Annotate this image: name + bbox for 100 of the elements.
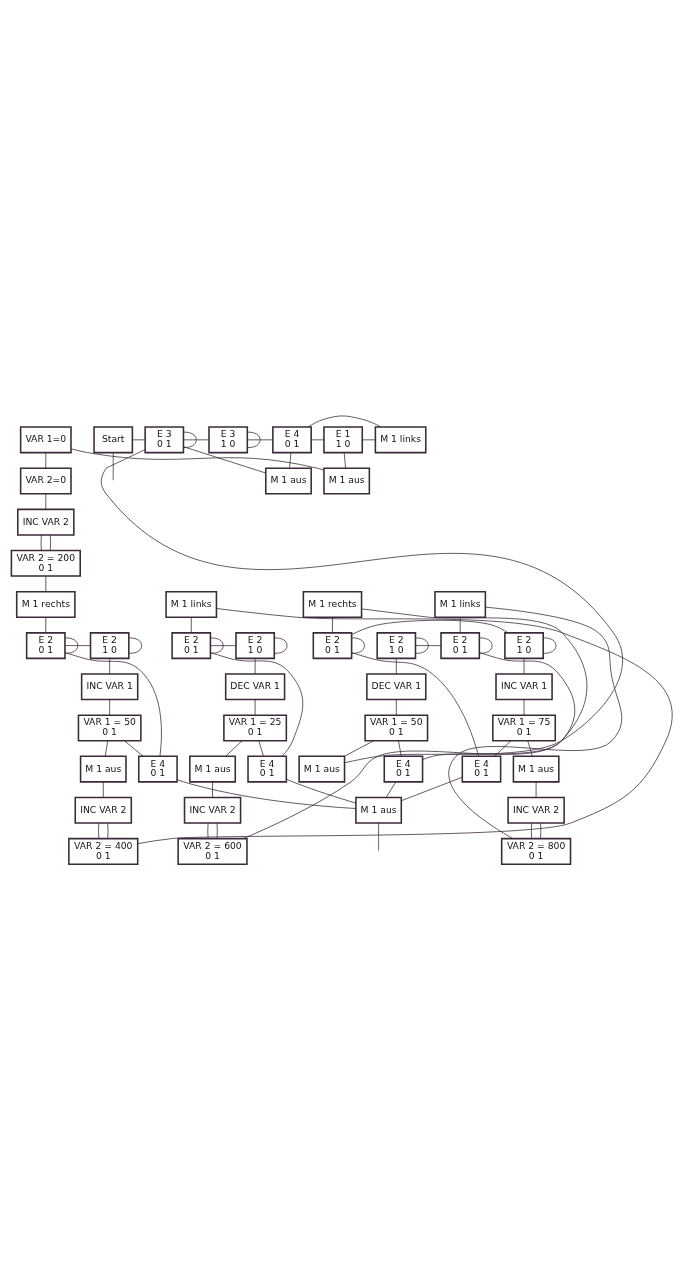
connector <box>523 657 525 674</box>
connector <box>70 447 325 470</box>
connector <box>343 451 346 469</box>
node-box: VAR 2 = 800 0 1 <box>500 837 572 865</box>
node-box: E 4 0 1 <box>272 425 312 453</box>
connector <box>448 606 623 839</box>
connector <box>109 698 111 716</box>
node-box: E 2 0 1 <box>312 631 353 659</box>
node-box: E 4 0 1 <box>383 755 424 783</box>
connector <box>183 438 210 440</box>
connector <box>45 575 47 592</box>
connector <box>216 822 218 839</box>
connector <box>183 445 266 473</box>
connector <box>107 822 109 839</box>
node-box: M 1 aus <box>298 755 346 783</box>
connector <box>332 616 333 633</box>
connector <box>351 651 479 757</box>
node-box: M 1 aus <box>323 466 371 495</box>
node-box: E 1 1 0 <box>323 425 364 453</box>
connector <box>109 657 111 674</box>
node-box: M 1 aus <box>189 755 237 783</box>
connector <box>247 438 274 440</box>
connector <box>242 608 588 839</box>
connector <box>128 637 142 654</box>
node-box: M 1 links <box>374 425 427 453</box>
connector <box>104 739 109 757</box>
connector <box>45 451 47 469</box>
node-box: M 1 links <box>434 590 487 618</box>
connector <box>540 822 542 839</box>
node-box: E 2 1 0 <box>504 631 544 659</box>
connector <box>132 438 146 440</box>
node-box: VAR 2=0 <box>19 466 72 495</box>
connector <box>351 619 509 635</box>
connector <box>112 451 114 481</box>
connector <box>395 657 397 674</box>
connector <box>98 822 100 839</box>
connector <box>523 698 525 716</box>
node-box: M 1 links <box>165 590 218 618</box>
node-box: VAR 1 = 75 0 1 <box>492 713 557 741</box>
node-box: INC VAR 1 <box>80 672 139 700</box>
connector <box>385 781 397 798</box>
node-box: M 1 aus <box>265 466 312 495</box>
connector <box>344 739 374 757</box>
node-box: E 2 1 0 <box>89 631 130 659</box>
node-box: E 2 0 1 <box>440 631 481 659</box>
node-box: E 3 1 0 <box>208 425 249 453</box>
node-box: DEC VAR 1 <box>366 672 427 700</box>
node-box: M 1 aus <box>512 755 560 783</box>
node-box: VAR 2 = 200 0 1 <box>10 549 81 577</box>
node-box: VAR 1 = 50 0 1 <box>77 713 142 741</box>
connector <box>45 616 47 633</box>
node-box: INC VAR 1 <box>495 672 553 700</box>
connector <box>258 739 264 757</box>
connector <box>225 739 243 757</box>
node-box: E 2 1 0 <box>235 631 276 659</box>
node-box: INC VAR 2 <box>17 508 75 536</box>
connector <box>247 431 261 448</box>
node-box: INC VAR 2 <box>183 796 242 824</box>
connector <box>543 637 557 654</box>
node-box: E 2 0 1 <box>171 631 212 659</box>
node-box: Start <box>93 425 134 453</box>
connector <box>362 438 376 440</box>
connector <box>479 637 493 654</box>
node-box: VAR 2 = 600 0 1 <box>177 837 248 865</box>
connector <box>494 739 512 757</box>
connector <box>40 534 42 551</box>
node-box: INC VAR 2 <box>74 796 133 824</box>
connector <box>286 778 357 803</box>
connector <box>45 492 47 510</box>
connector <box>527 739 533 757</box>
node-box: DEC VAR 1 <box>224 672 286 700</box>
connector <box>210 637 224 654</box>
connector <box>124 739 144 757</box>
connector <box>212 781 213 798</box>
connector <box>311 438 325 440</box>
node-box: M 1 rechts <box>302 590 363 618</box>
connector <box>289 451 292 469</box>
node-box: E 3 0 1 <box>144 425 185 453</box>
connector <box>64 651 162 757</box>
connector <box>401 776 463 801</box>
node-box: M 1 aus <box>355 796 403 824</box>
connector <box>183 431 197 448</box>
connector <box>398 739 402 757</box>
node-box: E 4 0 1 <box>138 755 178 783</box>
connector <box>351 637 365 654</box>
connector <box>274 637 288 654</box>
connector <box>535 781 537 798</box>
connector <box>190 616 192 633</box>
node-box: E 4 0 1 <box>247 755 288 783</box>
node-box: E 4 0 1 <box>461 755 502 783</box>
connector <box>307 415 382 427</box>
node-box: M 1 aus <box>79 755 127 783</box>
node-box: M 1 rechts <box>15 590 76 618</box>
connector <box>415 637 429 654</box>
connector <box>210 651 304 757</box>
connector <box>378 822 379 851</box>
node-box: VAR 1 = 50 0 1 <box>364 713 429 741</box>
node-box: INC VAR 2 <box>507 796 565 824</box>
connector <box>137 607 673 844</box>
node-box: VAR 1=0 <box>19 425 72 453</box>
